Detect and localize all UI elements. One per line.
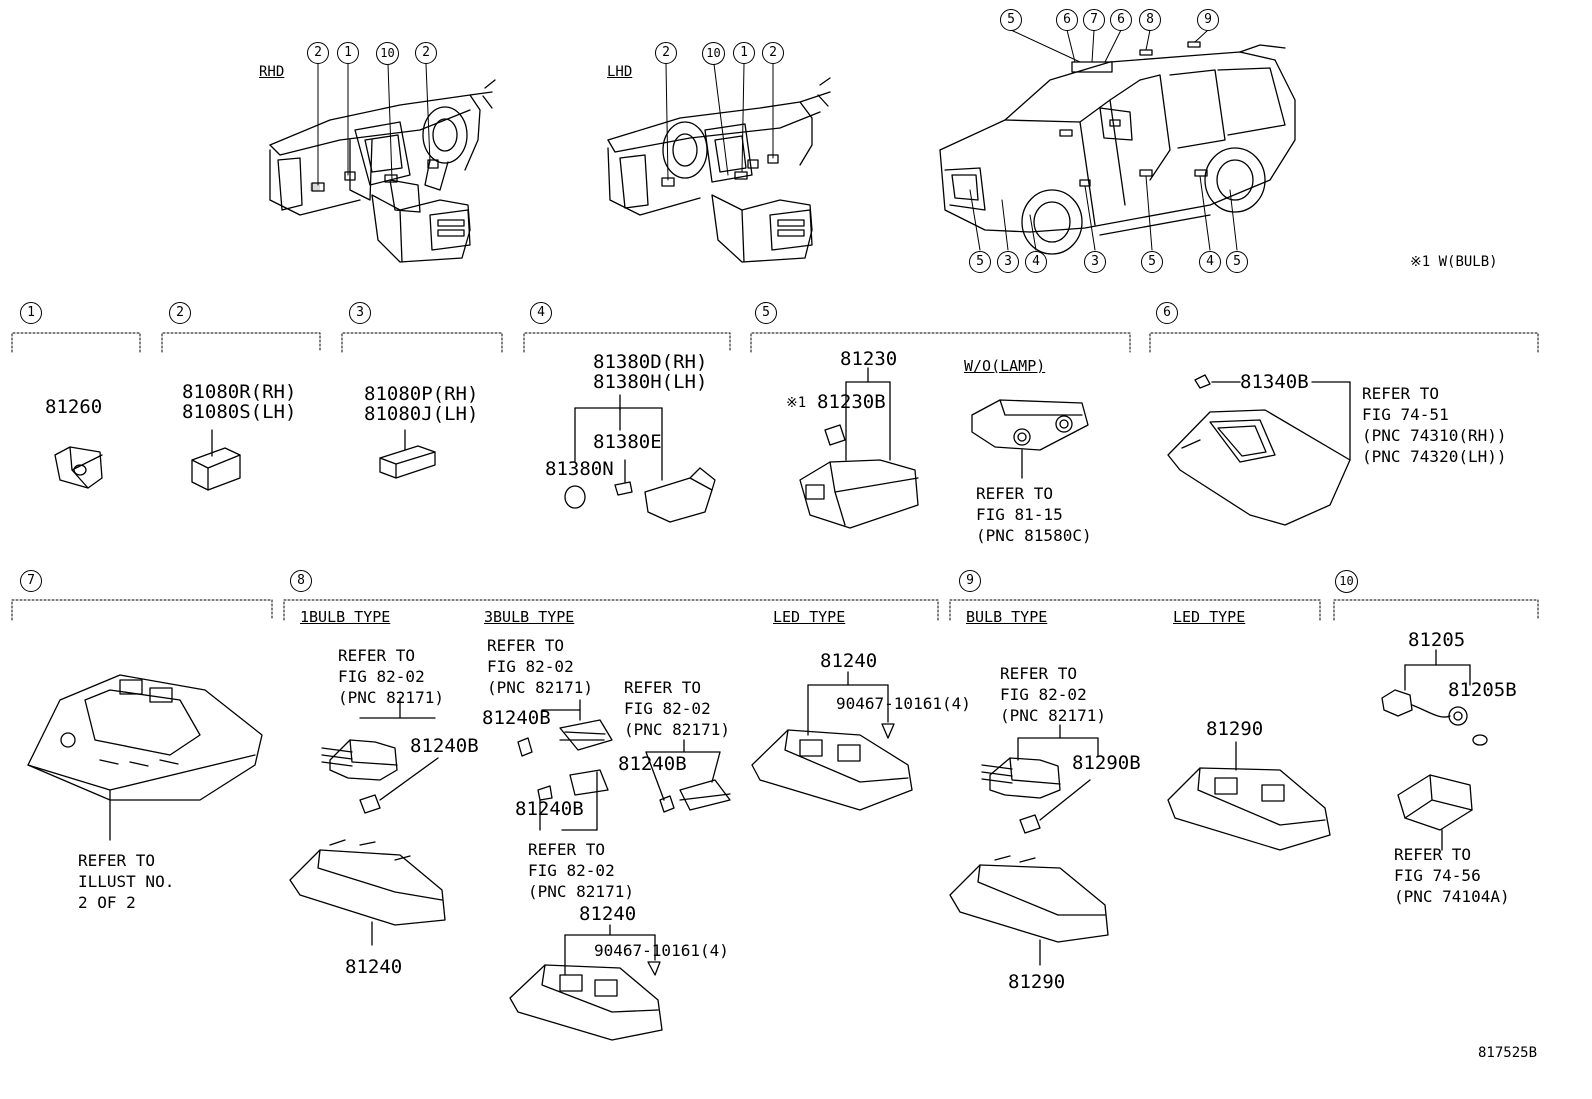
vehicle-callout-9: 9	[1197, 9, 1219, 31]
vehicle-callout-7: 7	[1083, 9, 1105, 31]
section-8-3bulb-reference-top: REFER TO FIG 82-02 (PNC 82171)	[487, 636, 593, 697]
vehicle-illustration	[939, 41, 1296, 255]
part-number-81240b-1bulb: 81240B	[410, 735, 479, 757]
section-9-led-illustration	[1167, 741, 1331, 851]
part-number-81080s: 81080S(LH)	[182, 401, 297, 423]
part-number-81080r: 81080R(RH)	[182, 381, 297, 403]
vehicle-callout-6a: 6	[1056, 9, 1078, 31]
section-3-marker: 3	[349, 302, 371, 324]
section-8-led-illustration	[751, 671, 913, 811]
part-number-81240b-3bulb-c: 81240B	[515, 798, 584, 820]
section-8-marker: 8	[290, 570, 312, 592]
section-8-type-3bulb: 3BULB TYPE	[484, 608, 575, 626]
section-8-1bulb-illustration	[289, 697, 446, 946]
part-number-81380e: 81380E	[593, 431, 662, 453]
rhd-label: RHD	[259, 64, 285, 80]
section-9-marker: 9	[959, 570, 981, 592]
section-8-type-led: LED TYPE	[773, 608, 846, 626]
part-number-81240b-3bulb-b: 81240B	[618, 753, 687, 775]
lhd-callout-2a: 2	[655, 42, 677, 64]
part-number-81240-3bulb: 81240	[579, 903, 637, 925]
overhead-console-illustration	[27, 674, 263, 841]
part-number-81290-led: 81290	[1206, 718, 1264, 740]
section-4-marker: 4	[530, 302, 552, 324]
part-number-81240-1bulb: 81240	[345, 956, 403, 978]
section-2-marker: 2	[169, 302, 191, 324]
vehicle-callout-5c: 5	[1226, 251, 1248, 273]
vehicle-callout-4b: 4	[1199, 251, 1221, 273]
section-5-subtitle: W/O(LAMP)	[964, 357, 1046, 375]
part-number-90467-3bulb: 90467-10161(4)	[594, 941, 729, 960]
section-8-type-1bulb: 1BULB TYPE	[300, 608, 391, 626]
rhd-callout-1: 1	[337, 42, 359, 64]
rhd-dashboard-illustration	[269, 79, 496, 263]
figure-id: 817525B	[1478, 1045, 1538, 1061]
part-number-81380n: 81380N	[545, 458, 614, 480]
section-8-3bulb-illustration	[509, 699, 731, 1041]
section-5-reference: REFER TO FIG 81-15 (PNC 81580C)	[976, 484, 1092, 545]
part-number-81080p: 81080P(RH)	[364, 383, 479, 405]
section-5-marker: 5	[755, 302, 777, 324]
part-number-81340b: 81340B	[1240, 371, 1309, 393]
part-81080r-lamp	[191, 429, 241, 491]
section-9-type-bulb: BULB TYPE	[966, 608, 1048, 626]
vehicle-callout-8: 8	[1139, 9, 1161, 31]
part-81080p-lamp	[379, 429, 436, 479]
section-brackets	[11, 332, 1539, 621]
section-10-illustration	[1381, 649, 1488, 851]
vehicle-callout-5a: 5	[969, 251, 991, 273]
lhd-callout-2b: 2	[762, 42, 784, 64]
section-10-reference: REFER TO FIG 74-56 (PNC 74104A)	[1394, 845, 1510, 906]
bulb-note: ※1 W(BULB)	[1410, 254, 1498, 270]
part-number-81240-led: 81240	[820, 650, 878, 672]
vehicle-callout-5-top: 5	[1000, 9, 1022, 31]
top-leader-lines	[317, 29, 1238, 251]
lhd-callout-10: 10	[702, 42, 725, 65]
lhd-callout-1: 1	[733, 42, 755, 64]
part-number-81240b-3bulb-a: 81240B	[482, 707, 551, 729]
section-8-3bulb-reference-right: REFER TO FIG 82-02 (PNC 82171)	[624, 678, 730, 739]
vehicle-callout-3b: 3	[1084, 251, 1106, 273]
rhd-callout-2a: 2	[307, 42, 329, 64]
part-number-81080j: 81080J(LH)	[364, 403, 479, 425]
section-8-1bulb-reference: REFER TO FIG 82-02 (PNC 82171)	[338, 646, 444, 707]
part-81380-lamp-group	[564, 394, 716, 523]
section-7-marker: 7	[20, 570, 42, 592]
part-number-81290-bulb: 81290	[1008, 971, 1066, 993]
vehicle-callout-5b: 5	[1141, 251, 1163, 273]
section-8-3bulb-reference-bottom: REFER TO FIG 82-02 (PNC 82171)	[528, 840, 634, 901]
vehicle-callout-6b: 6	[1110, 9, 1132, 31]
lamp-cover-illustration	[971, 399, 1089, 479]
rhd-callout-2b: 2	[415, 42, 437, 64]
vehicle-callout-4a: 4	[1025, 251, 1047, 273]
part-number-81260: 81260	[45, 396, 103, 418]
part-number-81380h: 81380H(LH)	[593, 371, 708, 393]
section-9-type-led: LED TYPE	[1173, 608, 1246, 626]
part-number-81230b: 81230B	[817, 391, 886, 413]
section-7-reference: REFER TO ILLUST NO. 2 OF 2	[78, 851, 175, 912]
bulb-mark-1: ※1	[786, 395, 807, 411]
part-visor-illustration	[1167, 374, 1351, 526]
part-number-81205b: 81205B	[1448, 679, 1517, 701]
rhd-callout-10: 10	[376, 42, 399, 65]
part-number-81290b: 81290B	[1072, 752, 1141, 774]
section-6-reference: REFER TO FIG 74-51 (PNC 74310(RH)) (PNC …	[1362, 384, 1507, 466]
vehicle-callout-3a: 3	[997, 251, 1019, 273]
section-10-marker: 10	[1335, 570, 1358, 593]
section-1-marker: 1	[20, 302, 42, 324]
part-81230-lamp-group	[799, 367, 919, 529]
lhd-label: LHD	[607, 64, 633, 80]
part-81260-switch	[54, 446, 103, 489]
part-number-90467-led: 90467-10161(4)	[836, 694, 971, 713]
section-6-marker: 6	[1156, 302, 1178, 324]
section-9-bulb-illustration	[949, 724, 1109, 966]
part-number-81205: 81205	[1408, 629, 1466, 651]
part-number-81230: 81230	[840, 348, 898, 370]
section-9-reference: REFER TO FIG 82-02 (PNC 82171)	[1000, 664, 1106, 725]
part-number-81380d: 81380D(RH)	[593, 351, 708, 373]
